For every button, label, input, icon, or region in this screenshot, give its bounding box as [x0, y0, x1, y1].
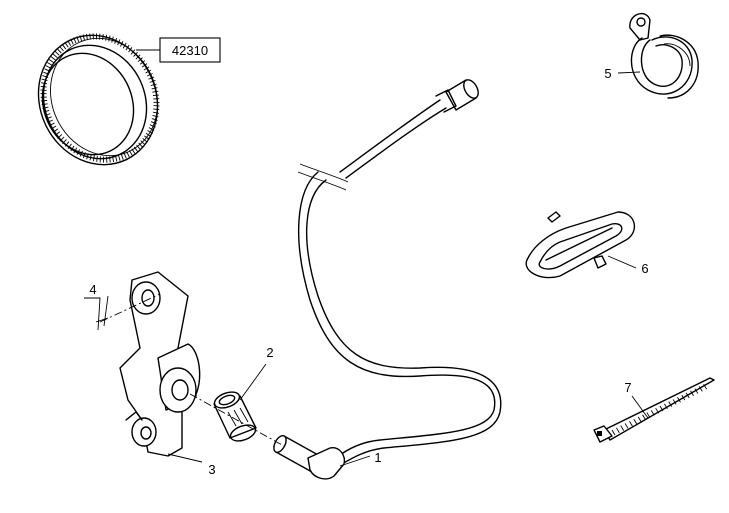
callout-4: 4	[89, 282, 96, 297]
callout-5: 5	[604, 66, 611, 81]
part-number-callout: 42310	[136, 37, 221, 63]
part-number-label: 42310	[172, 43, 208, 58]
sensor-cable	[273, 79, 502, 480]
mounting-bracket	[119, 271, 201, 457]
callout-7: 7	[624, 380, 631, 395]
callout-2: 2	[266, 345, 273, 360]
callout-3: 3	[208, 462, 215, 477]
sensor-sleeve	[213, 391, 257, 442]
cable-grommet	[525, 211, 636, 279]
knurled-ring	[37, 33, 160, 166]
cable-clamp	[629, 12, 699, 99]
bolt-callout	[84, 295, 109, 331]
cable-tie	[593, 377, 715, 443]
callout-6: 6	[641, 261, 648, 276]
callout-1: 1	[374, 450, 381, 465]
